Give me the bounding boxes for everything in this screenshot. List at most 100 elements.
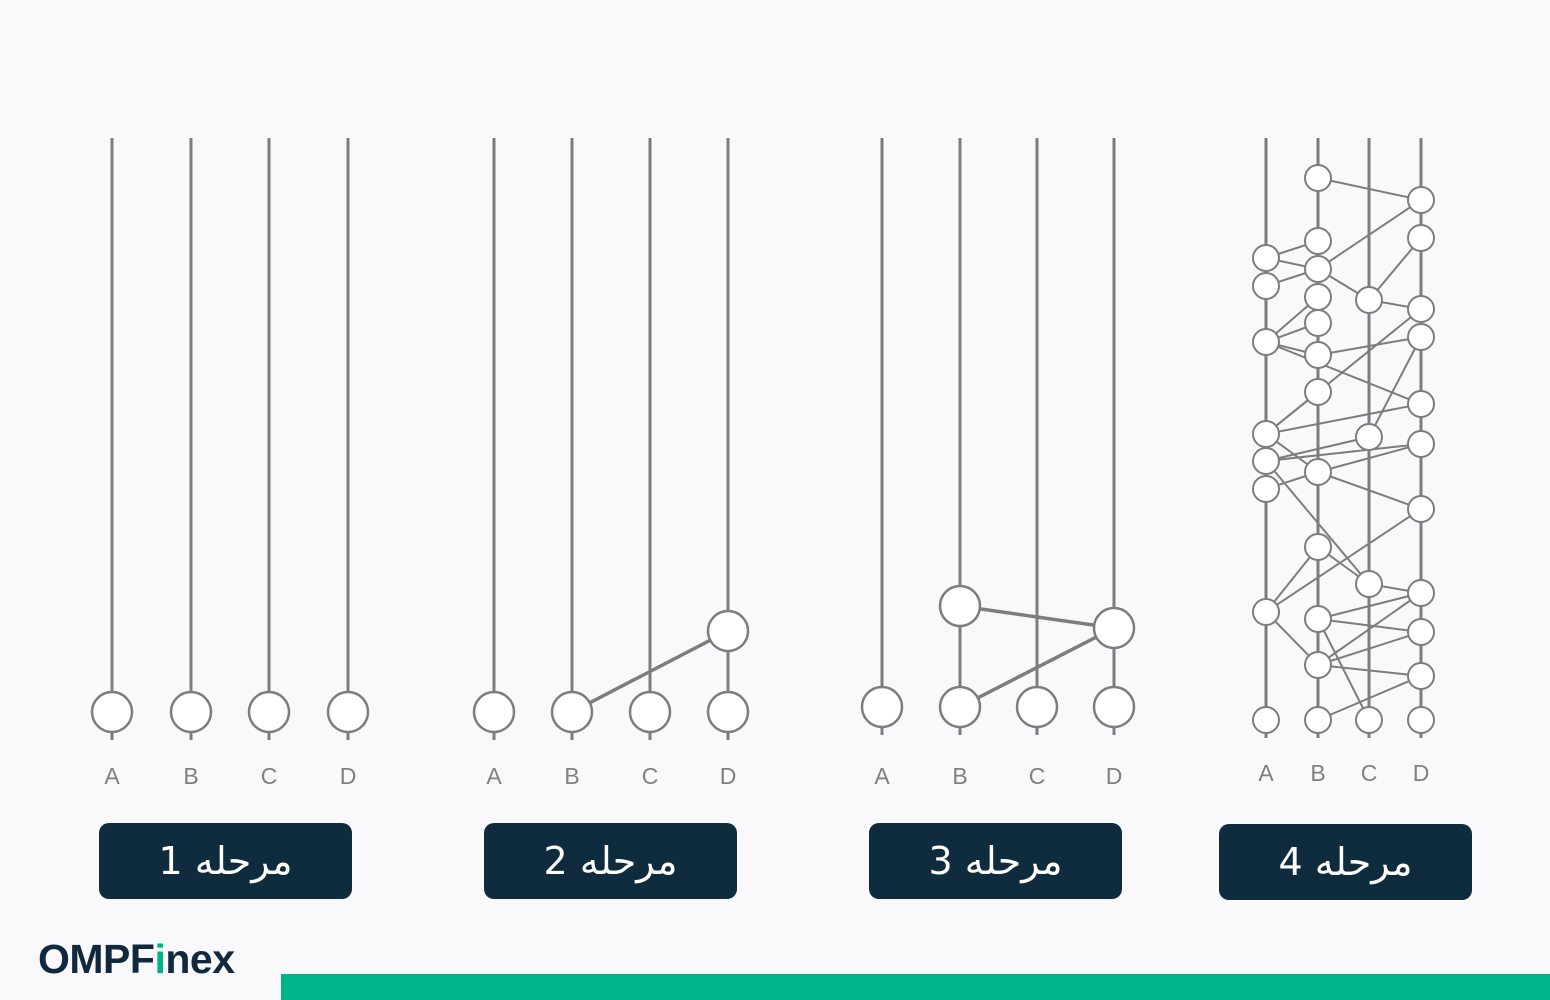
stage-3-column-d-label: D <box>1106 763 1123 789</box>
stage-1-event-c <box>247 690 291 734</box>
stage-4-event-d <box>1407 224 1435 252</box>
stage-2-column-b-label: B <box>564 763 579 789</box>
stage-3-edge <box>958 626 1116 709</box>
stage-4-edge <box>1265 508 1422 613</box>
stage-4-title: مرحله 4 <box>1278 840 1413 884</box>
stage-4-event-d <box>1407 706 1435 734</box>
stage-4-event-b <box>1304 227 1332 255</box>
stage-2-column-a-label: A <box>486 763 502 789</box>
stage-4-edge <box>1317 664 1422 677</box>
stage-4-column-a-label: A <box>1258 760 1274 786</box>
stage-4-column-d-label: D <box>1413 760 1430 786</box>
logo-prefix: OMPF <box>38 936 155 982</box>
logo-accent-letter: i <box>154 936 166 982</box>
stage-1-column-d-label: D <box>340 763 357 789</box>
stage-4-edge <box>1265 436 1370 462</box>
stage-4-edge <box>1368 336 1422 438</box>
stage-4-edge <box>1265 460 1370 585</box>
stage-4-edge <box>1317 177 1422 201</box>
stage-4-event-b <box>1304 283 1332 311</box>
stage-4-event-d <box>1407 495 1435 523</box>
stage-4-event-b <box>1304 458 1332 486</box>
stage-4-edge <box>1317 336 1422 356</box>
stage-1-event-a <box>90 690 134 734</box>
stage-4-event-b <box>1304 605 1332 633</box>
stage-4-event-d <box>1407 430 1435 458</box>
stage-4-event-b <box>1304 341 1332 369</box>
stage-3-event-c <box>1015 685 1059 729</box>
stage-4-event-b <box>1304 706 1332 734</box>
stage-2-column-c-label: C <box>642 763 659 789</box>
stage-4-graph: A B C D <box>1252 138 1435 786</box>
stage-4-event-b <box>1304 255 1332 283</box>
stage-4-column-c-label: C <box>1361 760 1378 786</box>
stage-4-edge <box>1317 199 1422 270</box>
stage-3-column-c-label: C <box>1029 763 1046 789</box>
stage-4-event-b <box>1304 651 1332 679</box>
stage-4-edge <box>1265 308 1422 435</box>
stage-4-edge <box>1317 592 1422 666</box>
stage-4-event-c <box>1355 706 1383 734</box>
stage-3-column-b-label: B <box>952 763 967 789</box>
stage-3-edge <box>958 604 1116 630</box>
stage-4-event-c <box>1355 570 1383 598</box>
stage-4-event-d <box>1407 390 1435 418</box>
stage-1-column-b-label: B <box>183 763 198 789</box>
stage-4-event-d <box>1407 323 1435 351</box>
stage-4-event-a <box>1252 475 1280 503</box>
stage-2-event-b <box>550 690 594 734</box>
stage-4-edge <box>1317 592 1422 620</box>
stage-4-event-a <box>1252 244 1280 272</box>
stage-4-event-a <box>1252 328 1280 356</box>
stage-4-edge <box>1317 618 1422 633</box>
stage-2-event-d <box>706 690 750 734</box>
stage-1-event-b <box>169 690 213 734</box>
stage-4-event-b <box>1304 309 1332 337</box>
stage-4-event-b <box>1304 164 1332 192</box>
stage-1-column-c-label: C <box>261 763 278 789</box>
stage-1-title: مرحله 1 <box>158 839 293 883</box>
stage-4-event-a <box>1252 447 1280 475</box>
stage-4-event-a <box>1252 598 1280 626</box>
stage-2-edge <box>570 629 730 714</box>
stage-3-event-d <box>1092 685 1136 729</box>
stage-4-edge <box>1317 618 1370 721</box>
stage-4-event-c <box>1355 423 1383 451</box>
stage-4-event-b <box>1304 378 1332 406</box>
stage-4-event-d <box>1407 186 1435 214</box>
stage-4-event-a <box>1252 272 1280 300</box>
stage-4-event-d <box>1407 295 1435 323</box>
stage-3-event-d <box>1092 606 1136 650</box>
stage-4-column-b-label: B <box>1310 760 1325 786</box>
stage-4-event-b <box>1304 533 1332 561</box>
stage-4-event-d <box>1407 618 1435 646</box>
stage-4-event-a <box>1252 420 1280 448</box>
stage-4-edge <box>1265 403 1422 435</box>
stage-3-event-a <box>860 685 904 729</box>
logo-suffix: nex <box>165 936 235 982</box>
stage-3-event-b <box>938 685 982 729</box>
stage-3-event-b <box>938 584 982 628</box>
brand-accent-bar <box>281 974 1550 1000</box>
stage-2-event-d <box>706 609 750 653</box>
stage-2-event-c <box>628 690 672 734</box>
stage-1-event-d <box>326 690 370 734</box>
stage-2-event-a <box>472 690 516 734</box>
stage-4-edge <box>1317 471 1422 510</box>
stage-4-label-box: مرحله 4 <box>1219 824 1472 900</box>
stage-3-title: مرحله 3 <box>928 839 1063 883</box>
stage-4-event-d <box>1407 579 1435 607</box>
stage-4-event-a <box>1252 706 1280 734</box>
stage-3-label-box: مرحله 3 <box>869 823 1122 899</box>
stage-4-event-d <box>1407 662 1435 690</box>
stage-2-label-box: مرحله 2 <box>484 823 737 899</box>
stage-1-label-box: مرحله 1 <box>99 823 352 899</box>
stage-4-edge <box>1317 675 1422 721</box>
stage-4-edge <box>1317 443 1422 473</box>
stage-2-title: مرحله 2 <box>543 839 678 883</box>
